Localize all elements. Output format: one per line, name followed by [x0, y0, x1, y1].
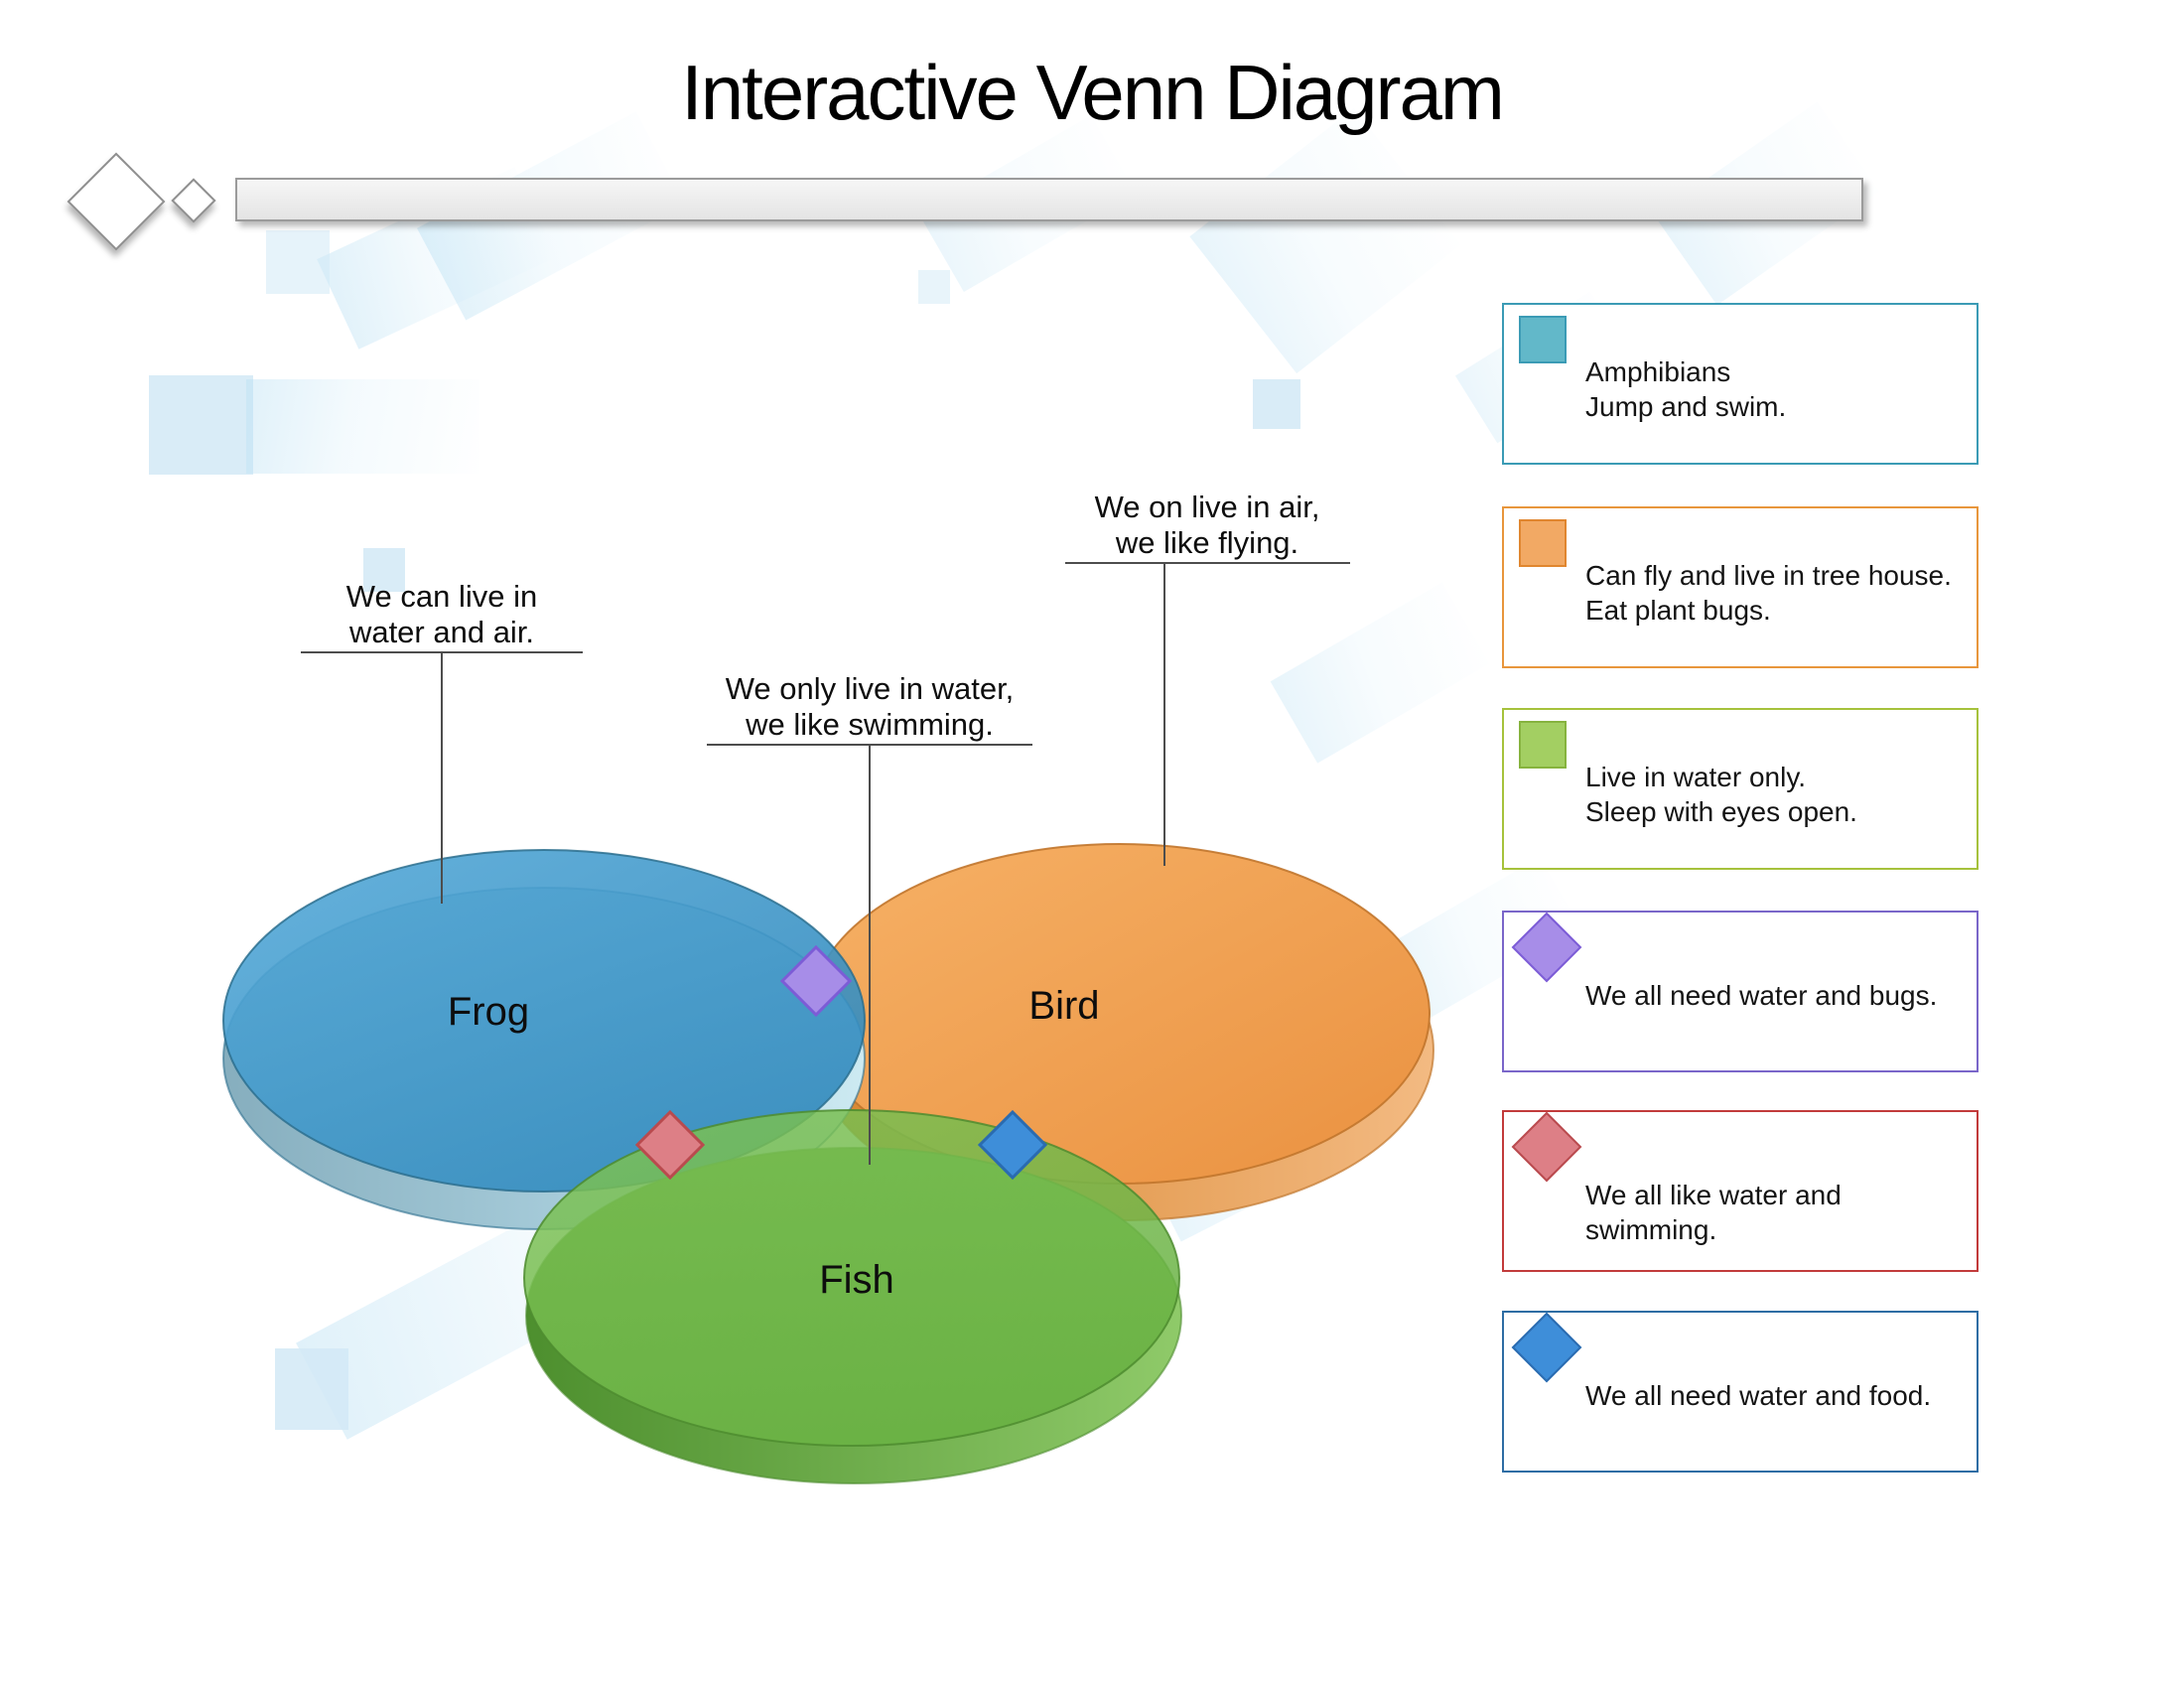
legend-card-amphibians[interactable]: Amphibians Jump and swim. — [1502, 303, 1979, 465]
frog-ellipse[interactable] — [222, 849, 866, 1193]
teal-square-swatch-icon — [1519, 316, 1567, 363]
legend-line1: We all need water and bugs. — [1585, 980, 1938, 1011]
frog-callout: We can live in water and air. — [293, 579, 591, 650]
purple-diamond-swatch-icon — [1511, 912, 1582, 983]
legend-line1: We all like water and swimming. — [1585, 1180, 1842, 1245]
orange-square-swatch-icon — [1519, 519, 1567, 567]
bird-callout: We on live in air, we like flying. — [1028, 490, 1386, 561]
bird-callout-line2: we like flying. — [1115, 525, 1299, 560]
legend-card-water-and-swimming[interactable]: We all like water and swimming. — [1502, 1110, 1979, 1272]
legend-line2: Eat plant bugs. — [1585, 595, 1771, 626]
legend-line1: We all need water and food. — [1585, 1380, 1932, 1411]
legend-line1: Live in water only. — [1585, 762, 1807, 792]
fish-ellipse[interactable] — [523, 1109, 1180, 1447]
frog-callout-line2: water and air. — [348, 615, 535, 649]
fish-callout: We only live in water, we like swimming. — [691, 671, 1048, 743]
frog-fish-intersection-diamond[interactable] — [634, 1109, 706, 1181]
legend-line2: Jump and swim. — [1585, 391, 1787, 422]
bird-callout-line1: We on live in air, — [1094, 490, 1320, 524]
bird-fish-intersection-diamond[interactable] — [977, 1109, 1048, 1181]
legend-line2: Sleep with eyes open. — [1585, 796, 1857, 827]
header-bar — [235, 178, 1863, 221]
frog-bird-intersection-diamond[interactable] — [779, 944, 853, 1018]
legend-line1: Amphibians — [1585, 356, 1731, 387]
page-title: Interactive Venn Diagram — [681, 49, 1505, 136]
red-diamond-swatch-icon — [1511, 1111, 1582, 1183]
legend-card-bird[interactable]: Can fly and live in tree house. Eat plan… — [1502, 506, 1979, 668]
fish-label: Fish — [819, 1258, 894, 1302]
frog-label: Frog — [448, 990, 529, 1034]
legend-card-water-and-food[interactable]: We all need water and food. — [1502, 1311, 1979, 1473]
blue-diamond-swatch-icon — [1511, 1312, 1582, 1383]
bird-label: Bird — [1028, 984, 1099, 1028]
frog-callout-line1: We can live in — [345, 579, 538, 614]
fish-callout-line1: We only live in water, — [725, 671, 1015, 706]
green-square-swatch-icon — [1519, 721, 1567, 769]
legend-card-fish[interactable]: Live in water only. Sleep with eyes open… — [1502, 708, 1979, 870]
legend-line1: Can fly and live in tree house. — [1585, 560, 1952, 591]
fish-callout-line2: we like swimming. — [746, 707, 994, 742]
legend-card-water-and-bugs[interactable]: We all need water and bugs. — [1502, 911, 1979, 1072]
